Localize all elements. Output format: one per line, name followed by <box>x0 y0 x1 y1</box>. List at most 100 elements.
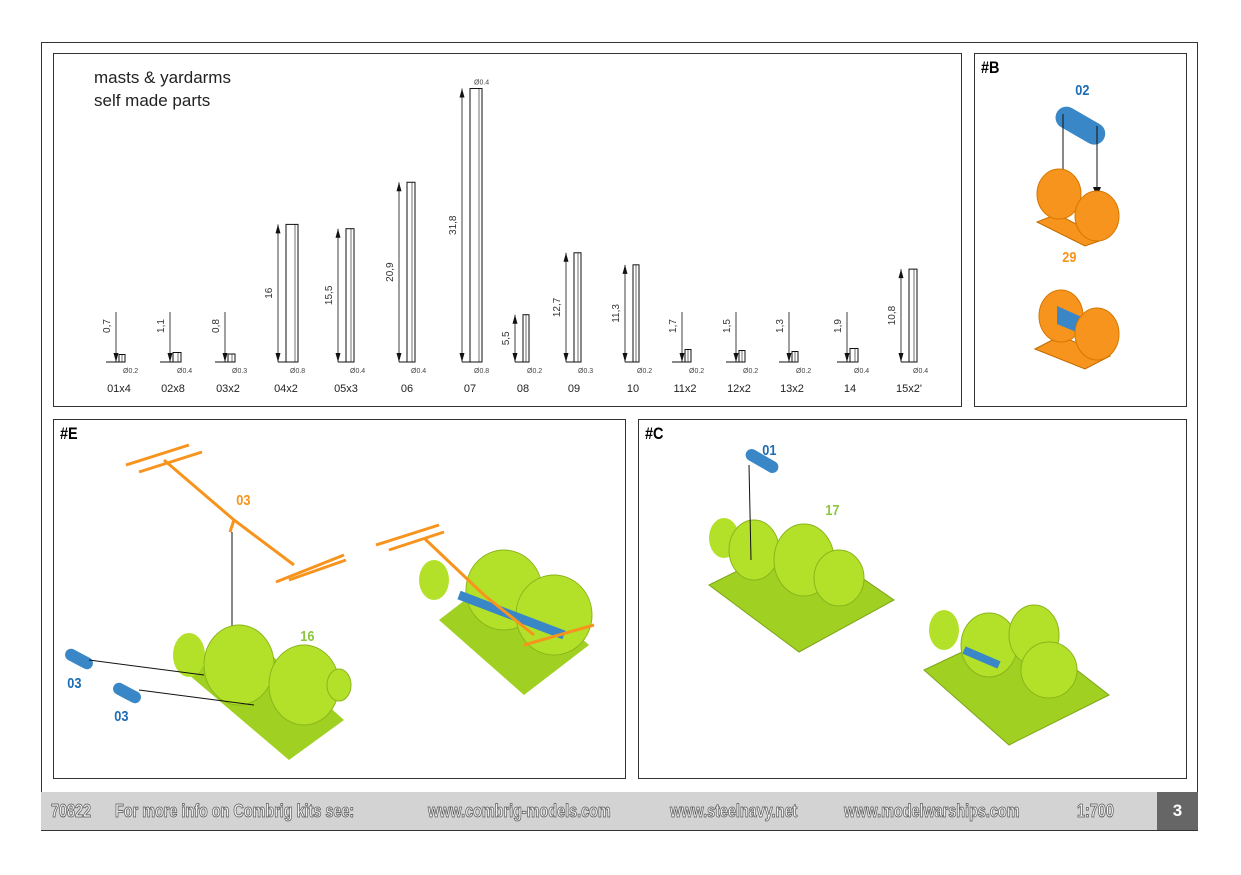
part-11-length: 1,5 <box>722 319 733 333</box>
part-label-16: 16 <box>300 628 315 645</box>
part-4-arrow-down-icon <box>335 353 341 362</box>
part-6-diameter: Ø0.8 <box>474 368 489 375</box>
part-7-diameter: Ø0.2 <box>527 368 542 375</box>
part-14-arrow-up-icon <box>898 269 904 279</box>
part-5-id: 06 <box>401 383 413 395</box>
title-line-1: masts & yardarms <box>94 68 231 87</box>
masts-drawings: 0,7Ø0.201x41,1Ø0.402x80,8Ø0.303x216Ø0.80… <box>102 80 928 395</box>
part-6-arrow-up-icon <box>459 88 465 98</box>
part-4-arrow-up-icon <box>335 228 341 238</box>
part-label-03-blue-b: 03 <box>114 708 129 725</box>
part-9-length: 11,3 <box>611 304 622 323</box>
part-label-03-orange: 03 <box>236 492 251 509</box>
part-13-arrow-down-icon <box>844 353 850 362</box>
part-3-rod <box>285 223 299 363</box>
part-5-diameter: Ø0.4 <box>411 368 426 375</box>
part-13-diameter: Ø0.4 <box>854 368 869 375</box>
assembly-e-drawing <box>65 443 595 760</box>
part-10-id: 11x2 <box>673 383 696 395</box>
part-14-diameter: Ø0.4 <box>913 368 928 375</box>
panel-b-title: #B <box>981 58 1000 77</box>
footer-bar: 70822 For more info on Combrig kits see:… <box>41 792 1157 830</box>
part-13-rod <box>849 348 859 363</box>
part-0-length: 0,7 <box>102 319 113 333</box>
part-label-29: 29 <box>1062 249 1077 266</box>
part-13-id: 14 <box>844 383 856 395</box>
part-6-arrow-down-icon <box>459 353 465 362</box>
part-12-length: 1,3 <box>775 319 786 333</box>
part-6-top-diameter: Ø0.4 <box>474 80 489 87</box>
title-line-2: self made parts <box>94 91 211 110</box>
part-8-diameter: Ø0.3 <box>578 368 593 375</box>
part-1-rod <box>172 352 182 363</box>
part-14-id: 15x2' <box>896 383 922 395</box>
part-1-arrow-down-icon <box>167 353 173 362</box>
part-8-arrow-up-icon <box>563 252 569 262</box>
kit-code: 70822 <box>51 800 92 821</box>
part-9-diameter: Ø0.2 <box>637 368 652 375</box>
part-14-rod <box>908 268 918 363</box>
part-label-02: 02 <box>1075 82 1090 99</box>
part-7-id: 08 <box>517 383 529 395</box>
part-13-length: 1,9 <box>833 319 844 333</box>
part-1-id: 02x8 <box>161 383 185 395</box>
page-number: 3 <box>1157 792 1198 830</box>
part-11-id: 12x2 <box>727 383 751 395</box>
part-0-arrow-down-icon <box>113 353 119 362</box>
part-11-arrow-down-icon <box>733 353 739 362</box>
part-3-id: 04x2 <box>274 383 298 395</box>
part-3-arrow-up-icon <box>275 224 281 234</box>
part-2-arrow-down-icon <box>222 353 228 362</box>
part-10-arrow-down-icon <box>679 353 685 362</box>
part-8-id: 09 <box>568 383 580 395</box>
part-7-length: 5,5 <box>501 331 512 345</box>
panel-e: #E 03 16 03 03 <box>53 419 626 779</box>
part-label-17: 17 <box>825 502 840 519</box>
part-4-length: 15,5 <box>324 285 335 305</box>
part-4-id: 05x3 <box>334 383 358 395</box>
part-1-length: 1,1 <box>156 319 167 333</box>
part-8-arrow-down-icon <box>563 353 569 362</box>
info-text: For more info on Combrig kits see: <box>115 800 355 821</box>
part-11-diameter: Ø0.2 <box>743 368 758 375</box>
part-10-diameter: Ø0.2 <box>689 368 704 375</box>
part-2-diameter: Ø0.3 <box>232 368 247 375</box>
part-14-length: 10,8 <box>887 305 898 325</box>
part-5-rod <box>406 181 416 363</box>
part-1-diameter: Ø0.4 <box>177 368 192 375</box>
part-14-arrow-down-icon <box>898 353 904 362</box>
part-6-length: 31,8 <box>448 215 459 235</box>
part-0-diameter: Ø0.2 <box>123 368 138 375</box>
part-8-length: 12,7 <box>552 297 563 317</box>
part-6-rod <box>469 88 483 363</box>
part-9-arrow-down-icon <box>622 353 628 362</box>
part-4-diameter: Ø0.4 <box>350 368 365 375</box>
part-9-id: 10 <box>627 383 639 395</box>
part-label-01: 01 <box>762 442 777 459</box>
assembly-b-drawing <box>1033 106 1120 370</box>
part-label-03-blue-a: 03 <box>67 675 82 692</box>
part-2-length: 0,8 <box>211 319 222 333</box>
part-8-rod <box>573 252 582 363</box>
part-0-id: 01x4 <box>107 383 131 395</box>
masts-title: masts & yardarms self made parts <box>94 66 231 112</box>
link-steelnavy[interactable]: www.steelnavy.net <box>670 800 798 821</box>
instruction-page <box>41 42 1198 831</box>
assembly-c-drawing <box>708 449 1110 746</box>
part-12-arrow-down-icon <box>786 353 792 362</box>
panel-e-title: #E <box>60 424 78 443</box>
part-3-diameter: Ø0.8 <box>290 368 305 375</box>
part-5-arrow-down-icon <box>396 353 402 362</box>
part-12-id: 13x2 <box>780 383 804 395</box>
panel-c-title: #C <box>645 424 664 443</box>
link-modelwarships[interactable]: www.modelwarships.com <box>843 800 1020 821</box>
part-4-rod <box>345 228 355 363</box>
part-9-arrow-up-icon <box>622 264 628 274</box>
part-5-length: 20,9 <box>385 262 396 282</box>
link-combrig[interactable]: www.combrig-models.com <box>428 800 611 821</box>
part-10-length: 1,7 <box>668 319 679 333</box>
panel-b: #B 02 29 <box>974 53 1187 407</box>
part-5-arrow-up-icon <box>396 182 402 192</box>
part-12-diameter: Ø0.2 <box>796 368 811 375</box>
